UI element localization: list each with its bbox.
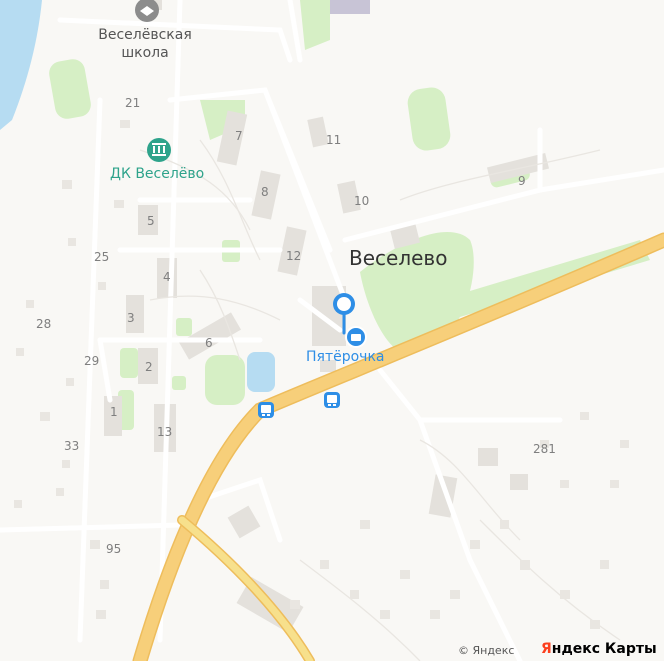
culture-house-label[interactable]: ДК Веселёво [110, 166, 205, 182]
small-houses [14, 120, 629, 629]
footpaths [139, 139, 621, 661]
house-number: 8 [261, 185, 269, 199]
green-areas [49, 0, 650, 430]
house-number: 28 [36, 317, 52, 331]
house-number: 5 [147, 214, 155, 228]
yandex-logo-rest: ндекс Карты [551, 641, 657, 657]
house-number: 29 [84, 354, 100, 368]
school-icon [135, 0, 159, 22]
shopping-bag-icon [345, 326, 367, 348]
house-number: 21 [125, 96, 141, 110]
house-number: 9 [518, 174, 526, 188]
bus-stop-icon [324, 392, 340, 408]
store-label[interactable]: Пятёрочка [306, 349, 385, 365]
house-number: 10 [354, 194, 370, 208]
house-number: 11 [326, 133, 342, 147]
school-label[interactable]: Веселёвская школа [98, 27, 192, 61]
house-number: 12 [286, 249, 302, 263]
water-body [0, 0, 42, 130]
school-building [330, 0, 370, 14]
copyright-text[interactable]: © Яндекс [458, 644, 515, 657]
bus-stop-icon [258, 402, 274, 418]
house-number: 95 [106, 542, 122, 556]
house-number: 4 [163, 270, 171, 284]
house-number: 7 [235, 129, 243, 143]
yandex-logo-letter: Я [541, 641, 552, 657]
house-number: 6 [205, 336, 213, 350]
house-number: 25 [94, 250, 110, 264]
museum-icon [147, 138, 171, 162]
house-number: 281 [533, 442, 556, 456]
place-label: Веселево [349, 246, 448, 270]
house-number: 2 [145, 360, 153, 374]
location-pin-icon [333, 293, 355, 335]
house-number: 13 [157, 425, 173, 439]
pond [247, 352, 275, 392]
house-number: 33 [64, 439, 80, 453]
house-number: 3 [127, 311, 135, 325]
house-number: 1 [110, 405, 118, 419]
yandex-maps-logo[interactable]: Яндекс Карты [541, 642, 657, 656]
